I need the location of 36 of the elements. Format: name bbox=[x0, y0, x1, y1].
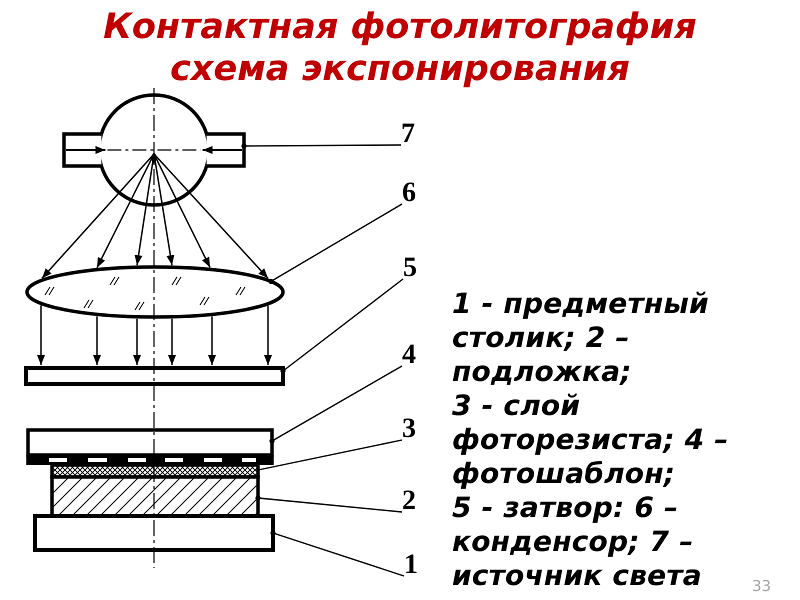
lens-ellipse bbox=[25, 265, 285, 319]
arrow bbox=[41, 194, 118, 279]
arrow bbox=[208, 316, 216, 365]
callout-number: 4 bbox=[402, 343, 416, 367]
leader-line bbox=[270, 530, 404, 577]
lamp-bulb bbox=[62, 93, 246, 207]
callout-number: 5 bbox=[403, 256, 417, 280]
arrow bbox=[264, 306, 272, 365]
arrow bbox=[93, 316, 101, 365]
leader-line bbox=[241, 143, 401, 149]
arrow bbox=[168, 318, 176, 365]
title: Контактная фотолитография схема экспонирования bbox=[102, 6, 698, 90]
shutter-plate bbox=[24, 366, 285, 386]
leader-line bbox=[269, 365, 402, 444]
key-text: 3 - слой фоторезиста; 4 – фотошаблон; bbox=[452, 389, 730, 491]
arrow bbox=[162, 206, 174, 266]
callout-number: 6 bbox=[402, 181, 416, 205]
arrow bbox=[190, 193, 269, 279]
mask-plate bbox=[26, 428, 274, 465]
arrow bbox=[134, 206, 147, 266]
leader-line bbox=[255, 495, 402, 513]
callout-number: 2 bbox=[402, 489, 416, 513]
leader-line bbox=[268, 203, 402, 284]
callout-number: 1 bbox=[404, 553, 418, 577]
callout-number: 3 bbox=[402, 417, 416, 441]
leader-line bbox=[280, 278, 404, 374]
key-text: 5 - затвор: 6 – конденсор; 7 – источник света bbox=[452, 491, 703, 593]
arrow bbox=[133, 318, 141, 365]
page-number: 33 bbox=[752, 578, 772, 594]
key-text: 1 - предметный столик; 2 – подложка; bbox=[452, 287, 710, 389]
arrow bbox=[96, 201, 131, 268]
callout-number: 7 bbox=[401, 122, 415, 146]
arrow bbox=[176, 202, 211, 268]
stage-block bbox=[33, 514, 275, 552]
leader-line bbox=[258, 439, 402, 471]
arrow bbox=[37, 305, 45, 365]
